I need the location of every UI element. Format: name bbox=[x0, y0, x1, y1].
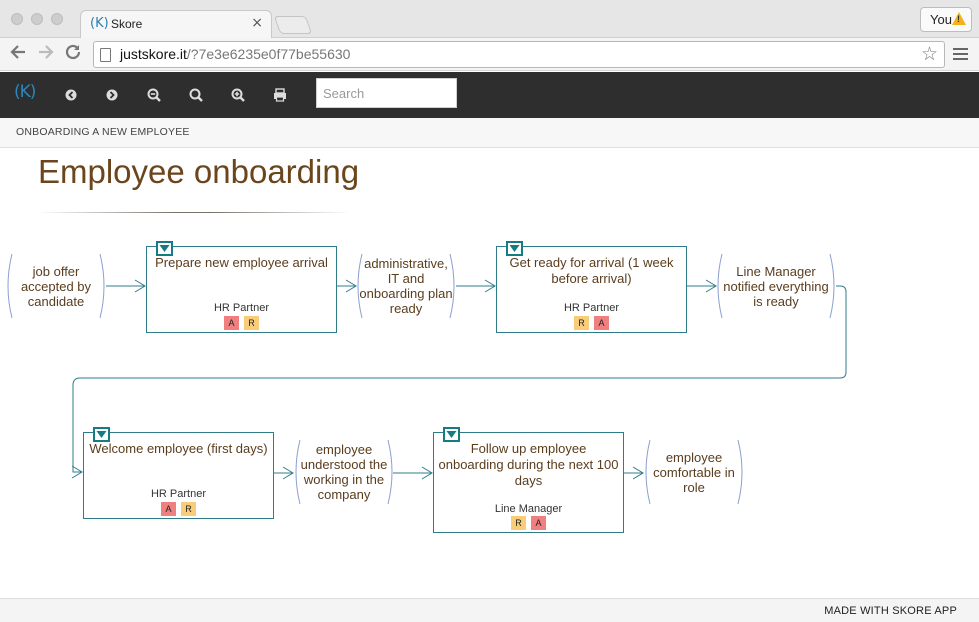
activity-role: HR Partner bbox=[563, 302, 620, 314]
star-icon[interactable]: ☆ bbox=[920, 43, 938, 65]
activity-title: Prepare new employee arrival bbox=[155, 255, 328, 270]
expand-detail-button[interactable] bbox=[506, 241, 523, 256]
browser-nav-bar: justskore.it/?7e3e6235e0f77be55630 ☆ bbox=[0, 38, 979, 71]
raci-badges: A R bbox=[147, 316, 336, 330]
outcome-node[interactable]: job offer accepted by candidate bbox=[12, 254, 100, 318]
activity-role: Line Manager bbox=[494, 503, 563, 515]
outcome-label: job offer accepted by candidate bbox=[20, 263, 92, 309]
footer-credit[interactable]: MADE WITH SKORE APP bbox=[824, 605, 957, 617]
wrap-connector bbox=[72, 285, 847, 473]
zoom-fit-icon[interactable] bbox=[187, 86, 205, 104]
arrowhead bbox=[282, 466, 294, 480]
activity-title: Welcome employee (first days) bbox=[89, 441, 268, 456]
raci-badge[interactable]: R bbox=[244, 316, 259, 330]
outcome-node[interactable]: Line Manager notified everything is read… bbox=[718, 254, 834, 318]
arrowhead bbox=[71, 465, 83, 479]
address-bar[interactable]: justskore.it/?7e3e6235e0f77be55630 ☆ bbox=[93, 41, 945, 68]
page-title: Employee onboarding bbox=[38, 153, 360, 190]
skore-logo: (K) bbox=[14, 82, 36, 102]
activity-box[interactable]: Welcome employee (first days) HR Partner… bbox=[83, 427, 274, 519]
close-window-button[interactable] bbox=[11, 13, 23, 25]
skore-favicon-icon: (K) bbox=[90, 16, 109, 31]
raci-badges: R A bbox=[497, 316, 686, 330]
breadcrumb[interactable]: ONBOARDING A NEW EMPLOYEE bbox=[16, 126, 190, 138]
expand-detail-button[interactable] bbox=[156, 241, 173, 256]
triangle-down-icon bbox=[446, 431, 457, 438]
activity-title: Get ready for arrival (1 week before arr… bbox=[509, 255, 674, 286]
outcome-bracket-left bbox=[717, 253, 723, 319]
activity-box[interactable]: Prepare new employee arrival HR Partner … bbox=[146, 241, 337, 333]
arrowhead bbox=[345, 279, 357, 293]
activity-role: HR Partner bbox=[150, 488, 207, 500]
activity-role: HR Partner bbox=[213, 302, 270, 314]
menu-icon[interactable] bbox=[953, 48, 968, 60]
raci-badge[interactable]: R bbox=[511, 516, 526, 530]
raci-badge[interactable]: A bbox=[594, 316, 609, 330]
outcome-bracket-left bbox=[295, 439, 301, 505]
triangle-down-icon bbox=[159, 245, 170, 252]
breadcrumb-bar: ONBOARDING A NEW EMPLOYEE bbox=[0, 118, 979, 148]
title-divider bbox=[38, 212, 350, 213]
previous-icon[interactable] bbox=[62, 86, 80, 104]
app-toolbar: (K) bbox=[0, 72, 979, 118]
raci-badges: R A bbox=[434, 516, 623, 530]
browser-tab[interactable]: (K) Skore × bbox=[80, 10, 272, 39]
back-arrow-icon[interactable] bbox=[9, 43, 27, 66]
outcome-node[interactable]: employee comfortable in role bbox=[646, 440, 742, 504]
arrowhead bbox=[632, 466, 644, 480]
next-icon[interactable] bbox=[103, 86, 121, 104]
arrowhead bbox=[421, 466, 433, 480]
raci-badge[interactable]: A bbox=[531, 516, 546, 530]
outcome-bracket-left bbox=[645, 439, 651, 505]
outcome-label: employee comfortable in role bbox=[653, 449, 735, 495]
zoom-window-button[interactable] bbox=[51, 13, 63, 25]
activity-title: Follow up employee onboarding during the… bbox=[438, 441, 619, 488]
activity-box[interactable]: Get ready for arrival (1 week before arr… bbox=[496, 241, 687, 333]
raci-badge[interactable]: R bbox=[574, 316, 589, 330]
footer-bar: MADE WITH SKORE APP bbox=[0, 598, 979, 622]
reload-icon[interactable] bbox=[64, 43, 82, 66]
outcome-bracket-right bbox=[387, 439, 393, 505]
raci-badge[interactable]: A bbox=[161, 502, 176, 516]
outcome-bracket-right bbox=[449, 253, 455, 319]
expand-detail-button[interactable] bbox=[93, 427, 110, 442]
outcome-label: employee understood the working in the c… bbox=[300, 442, 388, 502]
url-text: justskore.it/?7e3e6235e0f77be55630 bbox=[120, 46, 351, 62]
profile-button[interactable]: You bbox=[920, 7, 972, 32]
zoom-in-icon[interactable] bbox=[229, 86, 247, 104]
minimize-window-button[interactable] bbox=[31, 13, 43, 25]
outcome-label: Line Manager notified everything is read… bbox=[723, 263, 829, 309]
triangle-down-icon bbox=[96, 431, 107, 438]
page-icon bbox=[100, 48, 111, 62]
forward-arrow-icon[interactable] bbox=[37, 43, 55, 66]
profile-label: You bbox=[930, 12, 952, 27]
arrowhead bbox=[705, 279, 717, 293]
search-input[interactable] bbox=[316, 78, 457, 108]
arrowhead bbox=[484, 279, 496, 293]
outcome-bracket-left bbox=[7, 253, 13, 319]
outcome-bracket-right bbox=[737, 439, 743, 505]
outcome-node[interactable]: administrative, IT and onboarding plan r… bbox=[358, 254, 454, 318]
tab-title: Skore bbox=[111, 17, 143, 31]
outcome-bracket-right bbox=[829, 253, 835, 319]
outcome-node[interactable]: employee understood the working in the c… bbox=[294, 440, 394, 504]
arrowhead bbox=[134, 279, 146, 293]
raci-badges: A R bbox=[84, 502, 273, 516]
raci-badge[interactable]: A bbox=[224, 316, 239, 330]
activity-box[interactable]: Follow up employee onboarding during the… bbox=[433, 427, 624, 533]
raci-badge[interactable]: R bbox=[181, 502, 196, 516]
outcome-bracket-right bbox=[99, 253, 105, 319]
browser-tab-bar: (K) Skore × You bbox=[0, 0, 979, 39]
outcome-label: administrative, IT and onboarding plan r… bbox=[359, 256, 453, 316]
triangle-down-icon bbox=[509, 245, 520, 252]
outcome-bracket-left bbox=[357, 253, 363, 319]
tab-close-icon[interactable]: × bbox=[251, 15, 263, 31]
warning-icon bbox=[952, 12, 966, 25]
expand-detail-button[interactable] bbox=[443, 427, 460, 442]
print-icon[interactable] bbox=[271, 86, 289, 104]
zoom-out-icon[interactable] bbox=[145, 86, 163, 104]
